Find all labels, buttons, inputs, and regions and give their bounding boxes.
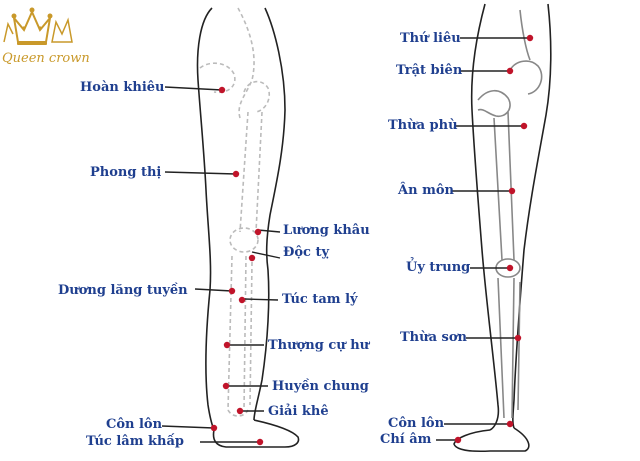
front-acupoint-marker	[218, 86, 226, 94]
back-acupoint-label: Chí âm	[380, 432, 432, 447]
front-acupoint-label: Túc lâm khấp	[86, 433, 184, 449]
front-leader-line	[194, 288, 233, 292]
front-acupoint-label: Côn lôn	[106, 417, 163, 432]
front-leader-line	[243, 298, 279, 301]
crown-icon	[3, 7, 73, 45]
back-acupoint-marker	[520, 122, 528, 130]
brand-logo: Queen crown	[2, 7, 90, 66]
front-leader-line	[161, 425, 215, 429]
back-acupoint-marker	[514, 334, 522, 342]
front-acupoint-label: Hoàn khiêu	[80, 80, 164, 95]
front-acupoint-marker	[222, 382, 230, 390]
front-acupoint-label: Dương lăng tuyền	[58, 282, 188, 298]
front-acupoint-marker	[248, 254, 256, 262]
front-leader-line	[257, 229, 281, 233]
back-acupoint-label: Thừa phù	[388, 118, 458, 133]
front-acupoint-label: Phong thị	[90, 165, 161, 180]
back-acupoint-label: Trật biên	[396, 63, 463, 78]
back-acupoint-marker	[506, 67, 514, 75]
brand-name: Queen crown	[2, 51, 90, 66]
front-leader-line	[164, 171, 237, 175]
front-leader-line	[251, 251, 281, 259]
front-acupoint-marker	[223, 341, 231, 349]
front-acupoint-marker	[236, 407, 244, 415]
back-acupoint-marker	[526, 34, 534, 42]
back-acupoint-marker	[506, 264, 514, 272]
front-acupoint-label: Độc tỵ	[283, 245, 329, 260]
front-acupoint-marker	[254, 228, 262, 236]
back-acupoint-label: Thừa sơn	[400, 330, 468, 345]
back-acupoint-label: Côn lôn	[388, 416, 445, 431]
back-acupoint-label: Ủy trung	[406, 257, 470, 275]
front-acupoint-marker	[232, 170, 240, 178]
back-acupoint-marker	[508, 187, 516, 195]
front-acupoint-label: Huyền chung	[272, 378, 369, 394]
front-acupoint-marker	[256, 438, 264, 446]
back-leg-illustration	[453, 3, 552, 453]
back-acupoint-marker	[454, 436, 462, 444]
front-leader-line	[164, 86, 223, 91]
front-acupoint-label: Lương khâu	[283, 223, 370, 238]
back-acupoint-marker	[506, 420, 514, 428]
back-acupoint-label: Thứ liêu	[400, 31, 461, 46]
front-acupoint-label: Túc tam lý	[282, 292, 358, 307]
front-acupoint-marker	[228, 287, 236, 295]
front-acupoint-label: Giải khê	[268, 403, 329, 419]
back-acupoint-label: Ân môn	[397, 182, 454, 198]
front-acupoint-label: Thượng cự hư	[268, 338, 371, 353]
front-acupoint-marker	[210, 424, 218, 432]
front-acupoint-marker	[238, 296, 246, 304]
